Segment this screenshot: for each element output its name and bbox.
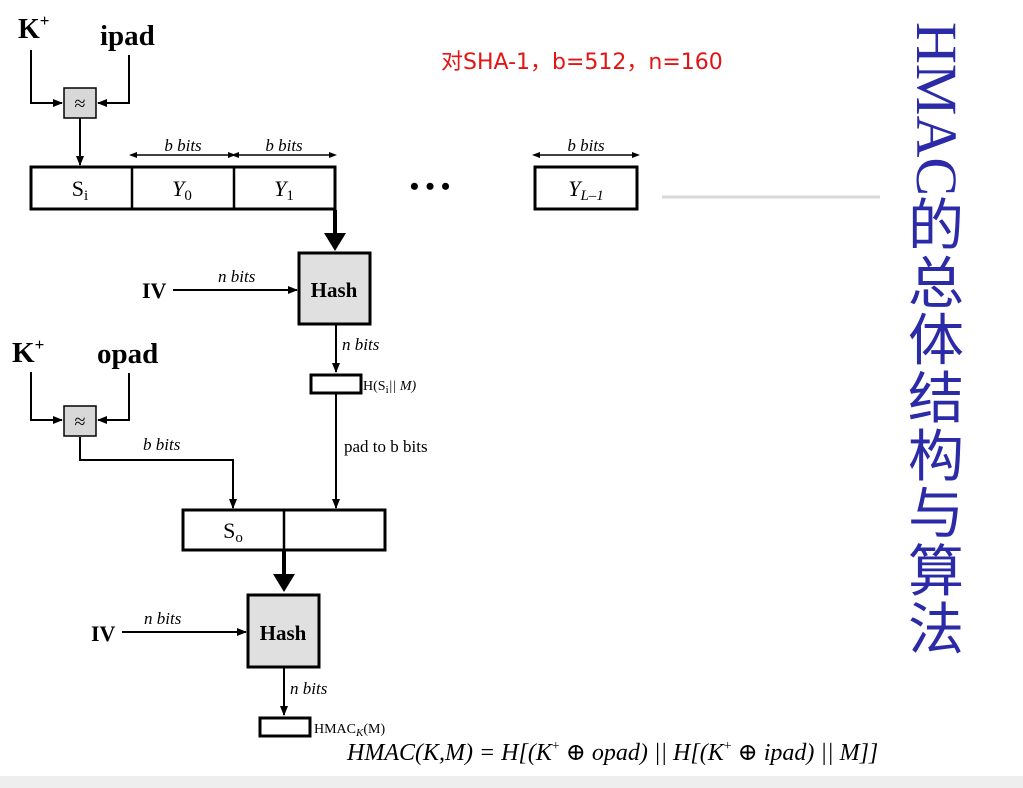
outer-opad-label: opad — [97, 338, 158, 370]
outer-hash-box — [246, 593, 321, 669]
inner-hash-result-box — [309, 373, 363, 395]
yl-block — [533, 165, 639, 211]
outer-xor-symbol: ≈ — [75, 411, 86, 433]
sha1-parameters-note: 对SHA-1，b=512，n=160 — [441, 50, 723, 75]
inner-hash-result-label: H(Si|| M) — [363, 379, 416, 396]
hmac-result-label: HMACK(M) — [314, 722, 385, 739]
y0-block-label: Y0 — [172, 176, 192, 204]
outer-iv-label: IV — [91, 621, 116, 646]
yl-block-label: YL–1 — [568, 176, 604, 204]
inner-message-blocks — [29, 165, 337, 211]
inner-xor-symbol: ≈ — [75, 93, 86, 115]
slide-title: HMAC 的总体结构与算法 — [904, 22, 969, 663]
y1-block-label: Y1 — [274, 176, 294, 204]
si-block-label: Si — [72, 176, 88, 204]
slide-title-cjk: 的总体结构与算法 — [908, 194, 964, 663]
y0-bits-label: b bits — [164, 136, 202, 155]
inner-iv-bits-label: n bits — [218, 267, 256, 286]
yl-bits-label: b bits — [567, 136, 605, 155]
blocks-ellipsis: • • • — [410, 172, 450, 201]
slide-title-latin: HMAC — [904, 22, 969, 197]
outer-xor-box — [63, 405, 97, 437]
outer-kplus-label: K+ — [12, 335, 44, 369]
outer-opad-arrow — [97, 373, 130, 424]
so-block-label: So — [223, 518, 243, 546]
inner-hash-box — [297, 251, 372, 326]
outer-bits-label: b bits — [143, 435, 181, 454]
y1-bits-label: b bits — [265, 136, 303, 155]
blocks-to-hash-arrowhead — [324, 233, 346, 251]
inner-kplus-label: K+ — [18, 11, 49, 45]
inner-iv-label: IV — [142, 278, 167, 303]
hmac-formula: HMAC(K,M) = H[(K+ ⊕ opad) || H[(K+ ⊕ ipa… — [346, 739, 878, 766]
bottom-bar — [0, 776, 1023, 788]
pad-to-b-bits-label: pad to b bits — [344, 437, 428, 456]
outer-kplus-arrow — [30, 372, 63, 424]
hmac-structure-diagram: K+ ipad ≈ b bits b bits b bits Si Y0 Y1 … — [12, 11, 880, 766]
outer-hash-label: Hash — [260, 621, 307, 645]
inner-kplus-arrow — [30, 50, 63, 107]
inner-ipad-arrow — [97, 55, 130, 107]
inner-hash-label: Hash — [311, 278, 358, 302]
hmac-result-box — [258, 716, 312, 738]
inner-out-bits-label: n bits — [342, 335, 380, 354]
outer-blocks-to-hash-arrowhead — [273, 574, 295, 592]
outer-iv-bits-label: n bits — [144, 609, 182, 628]
inner-ipad-label: ipad — [100, 20, 155, 52]
outer-out-bits-label: n bits — [290, 679, 328, 698]
outer-xor-to-so-arrow — [79, 437, 237, 509]
